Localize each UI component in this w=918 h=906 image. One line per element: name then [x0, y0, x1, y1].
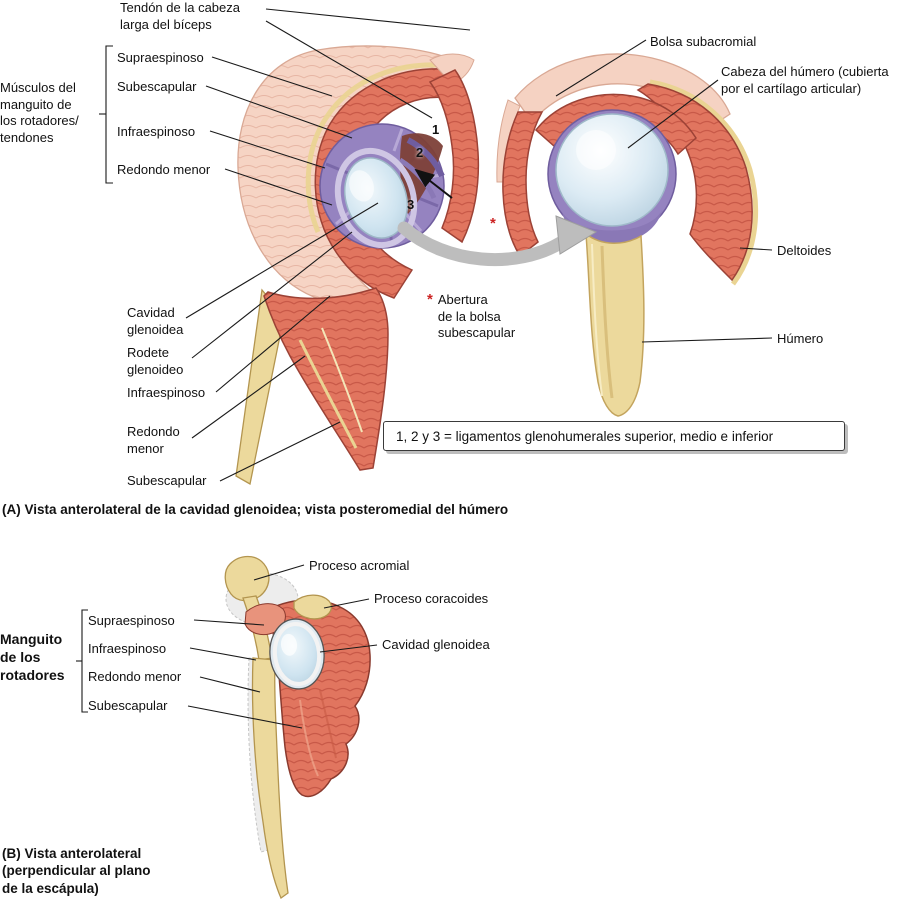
- label-subacromial-bursa: Bolsa subacromial: [650, 34, 757, 49]
- caption-panel-a: (A) Vista anterolateral de la cavidad gl…: [2, 502, 509, 517]
- leader-lines-a: [99, 8, 773, 482]
- ligament-number-3: 3: [407, 197, 415, 212]
- note-asterisk: *: [427, 291, 433, 308]
- label-humerus: Húmero: [777, 331, 824, 346]
- label-coracoid-process: Proceso coracoides: [374, 591, 489, 606]
- label-glenoid-labrum: Rodete glenoideo: [127, 345, 184, 377]
- rotation-arrow: [397, 215, 598, 267]
- ligament-legend-box: 1, 2 y 3 = ligamentos glenohumerales sup…: [383, 421, 845, 451]
- coracoid-process-bone: [293, 594, 332, 620]
- label-glenoid-cavity-b: Cavidad glenoidea: [382, 637, 490, 652]
- label-supraspinatus-b: Supraespinoso: [88, 613, 175, 628]
- label-supraspinatus: Supraespinoso: [117, 50, 204, 65]
- label-infraspinatus-lower: Infraespinoso: [127, 385, 206, 400]
- label-subscapularis-lower: Subescapular: [127, 473, 207, 488]
- label-humeral-head: Cabeza del húmero (cubierta por el cartí…: [721, 64, 889, 96]
- label-teres-minor-b: Redondo menor: [88, 669, 182, 684]
- label-subscapularis: Subescapular: [117, 79, 197, 94]
- label-tendon-biceps: Tendón de la cabeza larga del bíceps: [120, 0, 240, 32]
- humerus-illustration: [496, 53, 759, 417]
- label-rotator-cuff-group: Músculos del manguito de los rotadores/ …: [0, 80, 79, 145]
- glenoid-socket-illustration: [235, 45, 480, 486]
- label-glenoid-cavity: Cavidad glenoidea: [127, 305, 184, 337]
- humerus-shaft: [585, 232, 645, 417]
- scapula-view-illustration: [224, 555, 371, 899]
- leader-lines-b: [76, 564, 378, 729]
- ligament-number-2: 2: [416, 145, 424, 160]
- acromion-process-bone: [224, 555, 270, 602]
- bursa-pointer-arrow: [414, 168, 453, 199]
- ligament-legend-text: 1, 2 y 3 = ligamentos glenohumerales sup…: [396, 428, 774, 444]
- label-infraspinatus: Infraespinoso: [117, 124, 196, 139]
- label-teres-minor: Redondo menor: [117, 162, 211, 177]
- label-rotator-cuff-group-b: Manguito de los rotadores: [0, 631, 65, 683]
- glenoid-cavity: [334, 147, 418, 249]
- label-acromion-process: Proceso acromial: [309, 558, 410, 573]
- ligament-number-1: 1: [432, 122, 440, 137]
- label-deltoid: Deltoides: [777, 243, 832, 258]
- glenoid-cavity-b: [269, 618, 325, 690]
- bursa-opening-asterisk: *: [490, 215, 496, 232]
- scapula-blade: [251, 657, 289, 899]
- label-infraspinatus-b: Infraespinoso: [88, 641, 167, 656]
- note-text: Abertura de la bolsa subescapular: [437, 292, 516, 341]
- subscapularis-muscle-bundle: [263, 287, 389, 471]
- label-teres-minor-lower: Redondo menor: [127, 424, 180, 456]
- bursa-opening-note: * Abertura de la bolsa subescapular: [427, 292, 515, 342]
- caption-panel-b: (B) Vista anterolateral (perpendicular a…: [2, 846, 151, 896]
- label-subscapularis-b: Subescapular: [88, 698, 168, 713]
